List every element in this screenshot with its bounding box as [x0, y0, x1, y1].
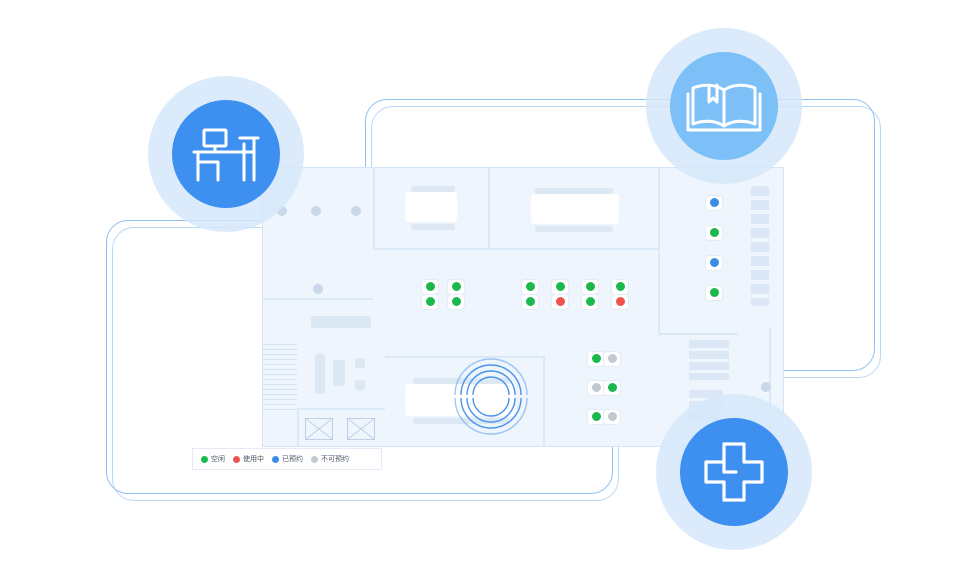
legend-dot — [233, 455, 240, 463]
wall — [263, 298, 373, 300]
wall — [385, 356, 545, 358]
seat-status-unavailable — [608, 354, 617, 363]
seat-status-free — [452, 282, 461, 291]
seat-status-free — [426, 282, 435, 291]
seat-status-in-use — [556, 297, 565, 306]
legend-dot — [201, 455, 208, 463]
seat-status-free — [556, 282, 565, 291]
seat-status-reserved — [710, 198, 719, 207]
lounge-seat — [751, 186, 769, 306]
legend-dot — [272, 455, 279, 463]
chair — [535, 226, 613, 232]
medical-cross-icon — [704, 442, 764, 502]
round-seat — [351, 206, 361, 216]
legend-item-reserved: 已预约 — [272, 454, 303, 464]
wall — [658, 168, 660, 333]
workstation-badge[interactable] — [172, 100, 280, 208]
chair — [411, 224, 455, 230]
meeting-table — [531, 194, 619, 224]
legend-item-unavailable: 不可预约 — [311, 454, 349, 464]
chair — [413, 378, 509, 384]
legend-dot — [311, 455, 318, 463]
medical-badge[interactable] — [680, 418, 788, 526]
seat-status-free — [526, 282, 535, 291]
wall — [373, 168, 375, 250]
seat-status-unavailable — [592, 383, 601, 392]
floor-plan — [262, 167, 784, 447]
sofa — [315, 354, 325, 394]
wall — [658, 333, 738, 335]
seat-status-free — [608, 383, 617, 392]
desk-workstation-icon — [192, 128, 260, 182]
seat-status-free — [526, 297, 535, 306]
seat-status-free — [426, 297, 435, 306]
cabinet — [311, 316, 371, 328]
round-seat — [311, 206, 321, 216]
chair — [355, 380, 365, 390]
seat-status-free — [616, 282, 625, 291]
legend-label: 不可预约 — [321, 455, 349, 463]
wall — [297, 408, 299, 446]
chair — [413, 418, 509, 424]
legend-label: 使用中 — [243, 455, 264, 463]
status-legend: 空闲 使用中 已预约 不可预约 — [192, 448, 382, 470]
wifi-signal-icon — [454, 358, 528, 435]
wall — [769, 328, 771, 418]
seat-status-free — [586, 297, 595, 306]
seat-status-free — [592, 354, 601, 363]
legend-item-in-use: 使用中 — [233, 454, 264, 464]
round-seat — [277, 206, 287, 216]
seat-status-free — [452, 297, 461, 306]
table-small — [333, 360, 345, 386]
sofa — [689, 340, 729, 380]
chair — [411, 186, 455, 192]
meeting-table — [405, 192, 457, 222]
meeting-table — [405, 384, 515, 416]
seat-status-in-use — [616, 297, 625, 306]
wall — [297, 408, 385, 410]
stairs — [263, 340, 297, 410]
wall — [543, 356, 545, 446]
legend-item-free: 空闲 — [201, 454, 225, 464]
crate — [305, 418, 333, 440]
legend-label: 已预约 — [282, 455, 303, 463]
seat-status-free — [592, 412, 601, 421]
legend-label: 空闲 — [211, 455, 225, 463]
seat-status-free — [710, 228, 719, 237]
crate — [347, 418, 375, 440]
seat-status-free — [710, 288, 719, 297]
round-seat — [761, 382, 771, 392]
round-seat — [313, 284, 323, 294]
seat-status-free — [586, 282, 595, 291]
seat-status-unavailable — [608, 412, 617, 421]
chair — [355, 358, 365, 368]
wall — [373, 248, 660, 250]
open-book-icon — [686, 83, 762, 132]
wall — [488, 168, 490, 250]
library-badge[interactable] — [670, 52, 778, 160]
seat-status-reserved — [710, 258, 719, 267]
chair — [535, 188, 613, 194]
